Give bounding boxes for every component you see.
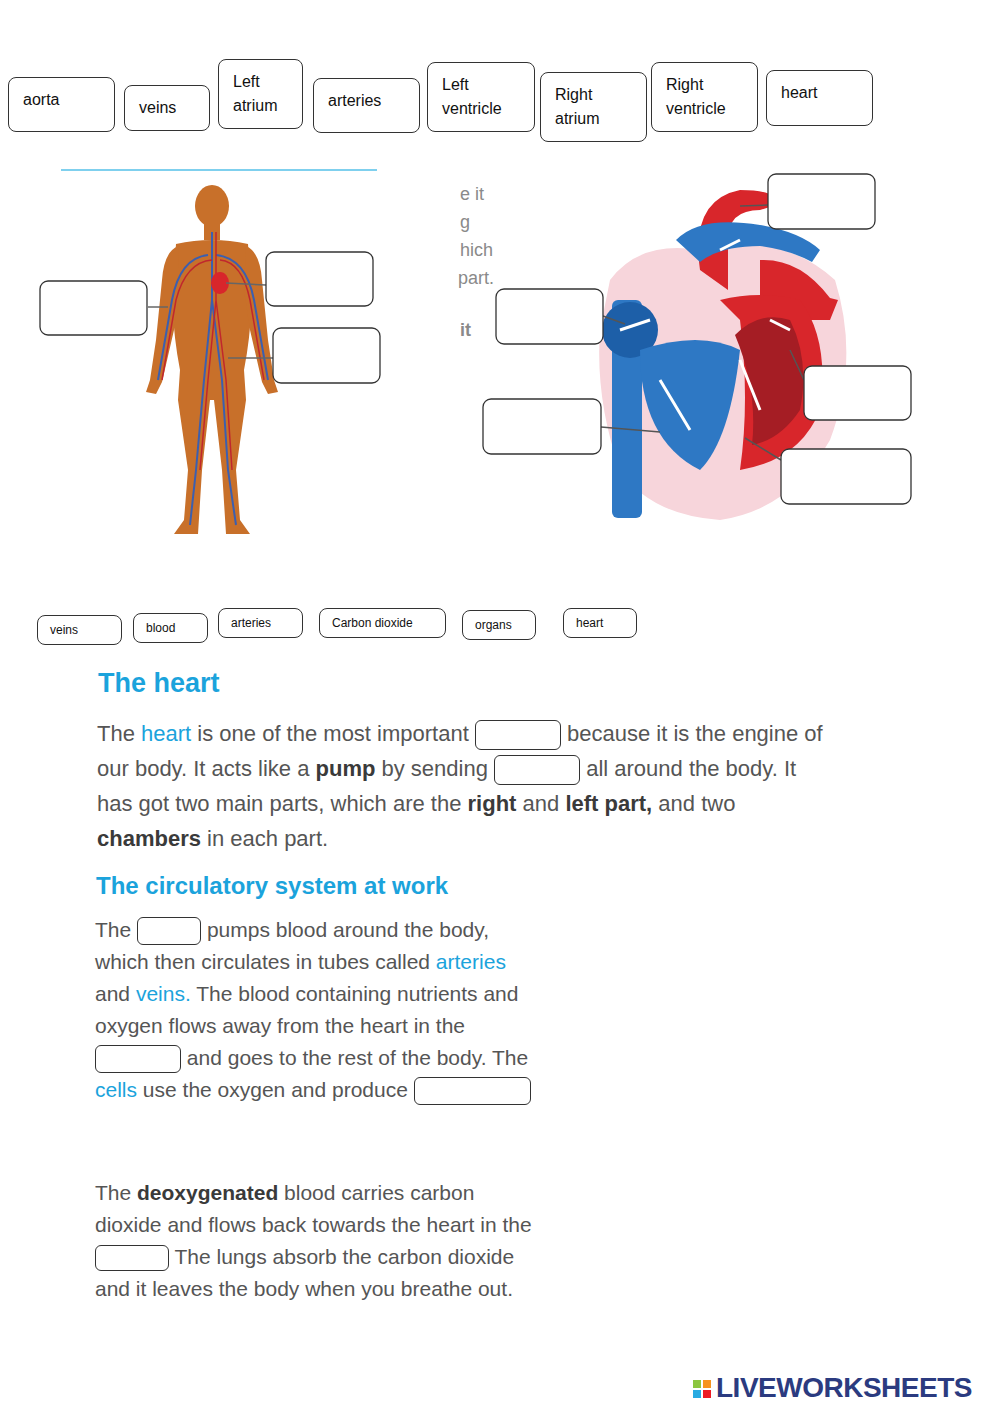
word-box: blood <box>133 613 208 643</box>
word-box: Left atrium <box>218 59 303 129</box>
paragraph-text: chambers <box>97 826 201 851</box>
answer-blank <box>137 917 201 945</box>
paragraph-text: in each part. <box>207 826 328 851</box>
word-box: Left ventricle <box>427 62 535 132</box>
paragraph-text: heart <box>141 721 191 746</box>
answer-blank <box>95 1045 181 1073</box>
paragraph-text: and goes to the rest of the body. The <box>187 1046 528 1069</box>
logo-icon <box>693 1380 711 1398</box>
watermark: LIVEWORKSHEETS <box>716 1372 972 1404</box>
word-box: veins <box>37 615 122 645</box>
paragraph-text: and <box>523 791 560 816</box>
word-text: Carbon dioxide <box>332 615 437 631</box>
paragraph-text: by sending <box>382 756 488 781</box>
rule-line <box>61 169 377 171</box>
word-text: veins <box>139 96 199 120</box>
word-box: Carbon dioxide <box>319 608 446 638</box>
word-box: arteries <box>218 608 303 638</box>
body-figure <box>146 185 278 534</box>
answer-blank <box>475 720 561 750</box>
word-text: heart <box>576 615 628 631</box>
paragraph: The deoxygenated blood carries carbon di… <box>95 1177 540 1305</box>
word-text: veins <box>50 622 113 638</box>
paragraph: The pumps blood around the body, which t… <box>95 914 540 1106</box>
word-text: Right atrium <box>555 83 636 131</box>
paragraph-text: deoxygenated <box>137 1181 278 1204</box>
word-text: arteries <box>231 615 294 631</box>
word-text: Left atrium <box>233 70 292 118</box>
word-text: heart <box>781 81 862 105</box>
fragment-text: part. <box>458 268 494 289</box>
paragraph-text: right <box>468 791 517 816</box>
answer-boxes <box>40 252 380 383</box>
fragment-text: g <box>460 212 470 233</box>
word-box: organs <box>462 610 536 640</box>
section-heading: The heart <box>98 668 220 699</box>
word-text: aorta <box>23 88 104 112</box>
paragraph-text: arteries <box>436 950 506 973</box>
fragment-text: it <box>460 320 471 341</box>
paragraph-text: veins. <box>136 982 191 1005</box>
paragraph-text: left part, <box>565 791 652 816</box>
answer-boxes <box>483 174 911 504</box>
word-text: Right ventricle <box>666 73 747 121</box>
paragraph-text: and <box>95 982 130 1005</box>
answer-blank <box>494 755 580 785</box>
paragraph-text: pump <box>316 756 376 781</box>
answer-blank <box>414 1077 531 1105</box>
paragraph-text: The <box>95 918 131 941</box>
paragraph-text: cells <box>95 1078 137 1101</box>
word-text: blood <box>146 620 199 636</box>
word-box: veins <box>124 85 210 131</box>
section-heading: The circulatory system at work <box>96 872 448 900</box>
paragraph-text: use the oxygen and produce <box>143 1078 408 1101</box>
word-text: organs <box>475 617 527 633</box>
word-box: aorta <box>8 77 115 132</box>
word-box: Right atrium <box>540 72 647 142</box>
word-text: arteries <box>328 89 409 113</box>
fragment-text: e it <box>460 184 484 205</box>
paragraph-text: is one of the most important <box>197 721 468 746</box>
paragraph-text: and two <box>658 791 735 816</box>
word-text: Left ventricle <box>442 73 524 121</box>
answer-blank <box>95 1245 169 1271</box>
paragraph-text: The <box>95 1181 131 1204</box>
paragraph: The heart is one of the most important b… <box>97 716 837 856</box>
fragment-text: hich <box>460 240 493 261</box>
paragraph-text: The <box>97 721 135 746</box>
word-box: Right ventricle <box>651 62 758 132</box>
word-box: heart <box>766 70 873 126</box>
word-box: arteries <box>313 78 420 133</box>
word-box: heart <box>563 608 637 638</box>
